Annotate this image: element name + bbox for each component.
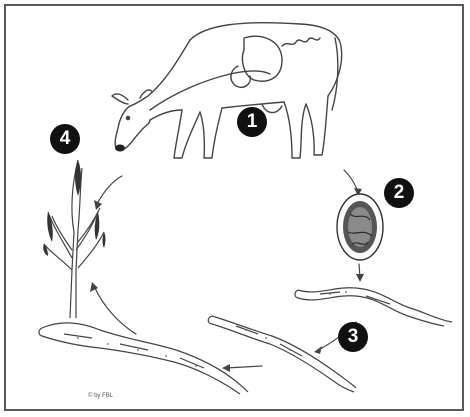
cow-muzzle <box>115 145 125 152</box>
cycle-arrows <box>94 170 360 368</box>
larva-l2 <box>208 316 356 392</box>
parasite-egg <box>337 194 383 260</box>
copyright-text: © by FBL <box>88 393 113 399</box>
grass-plant <box>44 160 104 318</box>
stage-2-badge: 2 <box>384 178 414 208</box>
stage-3-badge: 3 <box>338 322 368 352</box>
larva-texture <box>77 291 373 367</box>
cow-illustration <box>112 23 342 158</box>
arrowheads <box>90 188 364 372</box>
stage-1-badge: 1 <box>237 107 267 137</box>
larva-l1 <box>295 288 452 326</box>
stage-4-badge: 4 <box>50 124 80 154</box>
larva-l3 <box>39 323 248 394</box>
